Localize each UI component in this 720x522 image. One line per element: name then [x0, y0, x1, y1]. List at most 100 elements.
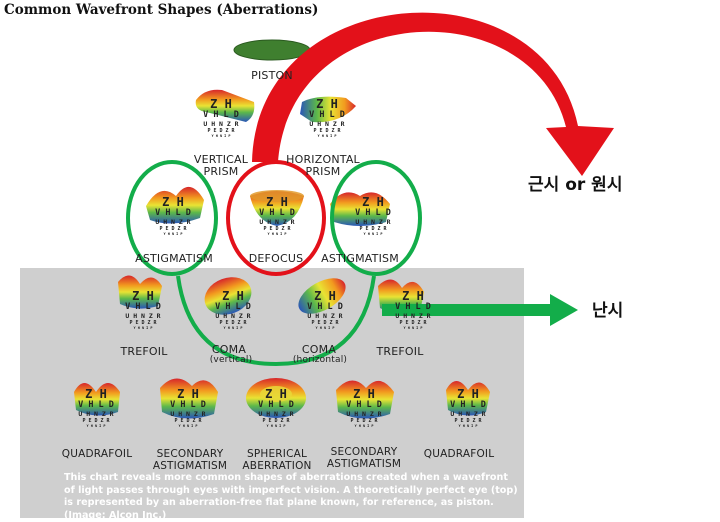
label-astigmatism-left: ASTIGMATISM: [135, 252, 213, 265]
quadrafoil-left-surface: [74, 383, 120, 416]
eye-chart-row: P E D Z R: [82, 418, 110, 424]
vertical-prism-surface: [195, 89, 255, 122]
piston-surface: [233, 39, 311, 61]
eye-chart-row: P E D Z R: [350, 418, 378, 424]
secondary-astig-left-surface: [160, 378, 218, 419]
green-highlight-group: [126, 160, 422, 367]
eye-chart-quadrafoil-left: Z H V H L D U H N Z R P E D Z R Y H N I …: [56, 388, 136, 429]
label-defocus: DEFOCUS: [248, 252, 304, 265]
label-secondary-astig-left: SECONDARY ASTIGMATISM: [152, 448, 228, 472]
label-quadrafoil-left: QUADRAFOIL: [61, 448, 133, 460]
label-horizontal-prism: HORIZONTAL PRISM: [286, 153, 360, 178]
green-circle-left: [126, 160, 218, 276]
eye-chart-row: V H L D: [346, 400, 382, 410]
eye-chart-row: P E D Z R: [262, 418, 290, 424]
eye-chart-row: Y H N I P: [163, 232, 183, 236]
eye-chart-row: V H L D: [450, 400, 486, 410]
eye-chart-row: Y H N I P: [403, 326, 423, 330]
eye-chart-row: Z H: [85, 387, 107, 401]
eye-chart-defocus: Z H V H L D U H N Z R P E D Z R Y H N I …: [234, 196, 320, 237]
eye-chart-row: Z H: [314, 289, 336, 303]
eye-chart-row: V H L D: [155, 208, 191, 218]
eye-chart-row: Z H: [362, 195, 384, 209]
eye-chart-horizontal-prism: Z H V H L D U H N Z R P E D Z R Y H N I …: [284, 98, 370, 139]
quadrafoil-right-surface: [446, 381, 490, 416]
eye-chart-row: P E D Z R: [399, 320, 427, 326]
eye-chart-row: Z H: [162, 195, 184, 209]
red-curved-arrow: [252, 12, 614, 176]
eye-chart-row: V H L D: [307, 302, 343, 312]
astigmatism-left-surface: [146, 186, 204, 224]
eye-chart-row: U H N Z R: [307, 312, 343, 320]
astigmatism-right-surface: [330, 192, 390, 226]
eye-chart-row: P E D Z R: [219, 320, 247, 326]
eye-chart-row: Y H N I P: [266, 424, 286, 428]
eye-chart-row: U H N Z R: [203, 120, 239, 128]
eye-chart-row: P E D Z R: [207, 128, 235, 134]
eye-chart-coma-vertical: Z H V H L D U H N Z R P E D Z R Y H N I …: [190, 290, 276, 331]
label-coma-horizontal: COMA: [301, 343, 337, 356]
eye-chart-row: U H N Z R: [450, 410, 486, 418]
eye-chart-row: P E D Z R: [174, 418, 202, 424]
eye-chart-row: U H N Z R: [346, 410, 382, 418]
eye-chart-row: V H L D: [259, 208, 295, 218]
label-quadrafoil-right: QUADRAFOIL: [423, 448, 495, 460]
eye-chart-row: V H L D: [78, 400, 114, 410]
eye-chart-row: V H L D: [203, 110, 239, 120]
eye-chart-row: V H L D: [258, 400, 294, 410]
eye-chart-row: Y H N I P: [211, 134, 231, 138]
eye-chart-row: Z H: [316, 97, 338, 111]
label-piston: PISTON: [251, 69, 293, 82]
label-coma-vertical: COMA: [211, 343, 247, 356]
eye-chart-quadrafoil-right: Z H V H L D U H N Z R P E D Z R Y H N I …: [428, 388, 508, 429]
eye-chart-row: Y H N I P: [363, 232, 383, 236]
eye-chart-row: P E D Z R: [454, 418, 482, 424]
label-coma-vertical-sub: (vertical): [209, 355, 253, 365]
eye-chart-row: U H N Z R: [170, 410, 206, 418]
secondary-astig-right-surface: [336, 380, 394, 419]
coma-vertical-surface: [204, 277, 252, 315]
label-spherical: SPHERICAL ABERRATION: [242, 448, 312, 472]
horizontal-prism-surface: [300, 96, 356, 123]
eye-chart-secondary-astig-right: Z H V H L D U H N Z R P E D Z R Y H N I …: [324, 388, 404, 429]
green-circle-right: [330, 160, 422, 276]
eye-chart-trefoil-left: Z H V H L D U H N Z R P E D Z R Y H N I …: [100, 290, 186, 331]
annotation-myopia-hyperopia: 근시 or 원시: [528, 175, 623, 195]
label-vertical-prism: VERTICAL PRISM: [193, 153, 249, 178]
eye-chart-row: V H L D: [215, 302, 251, 312]
eye-chart-row: U H N Z R: [395, 312, 431, 320]
eye-chart-row: Y H N I P: [86, 424, 106, 428]
coma-horizontal-surface: [298, 278, 346, 314]
green-connector: [176, 275, 376, 367]
annotation-astigmatism-ko: 난시: [592, 301, 624, 321]
eye-chart-row: Y H N I P: [133, 326, 153, 330]
eye-chart-trefoil-right: Z H V H L D U H N Z R P E D Z R Y H N I …: [370, 290, 456, 331]
eye-chart-row: Y H N I P: [317, 134, 337, 138]
eye-chart-row: Z H: [353, 387, 375, 401]
eye-chart-astigmatism-left: Z H V H L D U H N Z R P E D Z R Y H N I …: [130, 196, 216, 237]
eye-chart-row: Z H: [457, 387, 479, 401]
eye-chart-spherical: Z H V H L D U H N Z R P E D Z R Y H N I …: [236, 388, 316, 429]
eye-chart-row: V H L D: [309, 110, 345, 120]
eye-chart-row: V H L D: [395, 302, 431, 312]
eye-chart-row: V H L D: [355, 208, 391, 218]
eye-chart-row: Z H: [266, 195, 288, 209]
green-arrow: [382, 294, 578, 326]
label-secondary-astig-right: SECONDARY ASTIGMATISM: [326, 446, 402, 470]
eye-chart-row: U H N Z R: [125, 312, 161, 320]
eye-chart-row: P E D Z R: [263, 226, 291, 232]
eye-chart-row: Z H: [177, 387, 199, 401]
eye-chart-row: P E D Z R: [359, 226, 387, 232]
eye-chart-secondary-astig-left: Z H V H L D U H N Z R P E D Z R Y H N I …: [148, 388, 228, 429]
eye-chart-row: Y H N I P: [354, 424, 374, 428]
eye-chart-row: Z H: [210, 97, 232, 111]
eye-chart-row: Y H N I P: [223, 326, 243, 330]
eye-chart-row: U H N Z R: [309, 120, 345, 128]
eye-chart-row: V H L D: [125, 302, 161, 312]
page-title: Common Wavefront Shapes (Aberrations): [4, 2, 319, 18]
eye-chart-coma-horizontal: Z H V H L D U H N Z R P E D Z R Y H N I …: [282, 290, 368, 331]
label-trefoil-left: TREFOIL: [120, 345, 168, 358]
eye-chart-row: U H N Z R: [78, 410, 114, 418]
trefoil-left-surface: [118, 275, 162, 309]
